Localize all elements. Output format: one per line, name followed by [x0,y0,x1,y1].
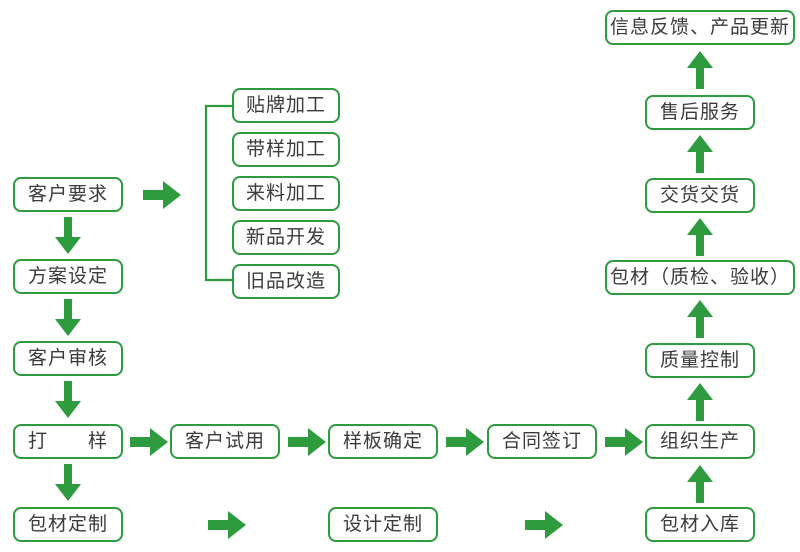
node-label: 交货交货 [659,184,740,206]
node-label: 客户要求 [27,183,108,205]
node-new-product-development[interactable]: 新品开发 [232,220,340,255]
arrow-right-icon [143,180,183,210]
node-label: 客户审核 [27,347,108,369]
node-label: 组织生产 [659,430,740,452]
node-label: 方案设定 [27,265,108,287]
node-label: 信息反馈、产品更新 [609,16,790,38]
node-packaging-custom[interactable]: 包材定制 [13,507,123,542]
node-design-custom[interactable]: 设计定制 [328,507,438,542]
node-label: 客户试用 [184,430,265,452]
arrow-up-icon [686,134,714,174]
node-label: 新品开发 [245,226,326,248]
node-label: 包材入库 [659,513,740,535]
arrow-right-icon [446,427,486,457]
node-label: 旧品改造 [245,270,326,292]
node-oem-processing[interactable]: 贴牌加工 [232,88,340,123]
arrow-down-icon [54,217,82,255]
node-label: 包材（质检、验收） [609,266,790,288]
arrow-down-icon [54,464,82,502]
node-label: 打 样 [27,430,108,452]
node-customer-trial[interactable]: 客户试用 [170,424,280,459]
arrow-up-icon [686,382,714,422]
bracket-connector-icon [196,104,236,282]
arrow-down-icon [54,299,82,337]
node-label: 设计定制 [342,513,423,535]
arrow-up-icon [686,464,714,504]
arrow-up-icon [686,50,714,90]
node-packaging-warehousing[interactable]: 包材入库 [645,507,755,542]
node-customer-review[interactable]: 客户审核 [13,341,123,376]
node-packaging-inspection[interactable]: 包材（质检、验收） [605,260,795,295]
arrow-right-icon [130,427,170,457]
arrow-right-icon [288,427,328,457]
node-sample-processing[interactable]: 带样加工 [232,132,340,167]
node-label: 样板确定 [342,430,423,452]
node-sampling[interactable]: 打 样 [13,424,123,459]
node-label: 质量控制 [659,349,740,371]
arrow-down-icon [54,381,82,419]
node-material-processing[interactable]: 来料加工 [232,176,340,211]
arrow-right-icon [525,510,565,540]
arrow-up-icon [686,217,714,257]
arrow-up-icon [686,299,714,339]
node-label: 贴牌加工 [245,94,326,116]
node-label: 售后服务 [659,101,740,123]
arrow-right-icon [605,427,645,457]
node-label: 包材定制 [27,513,108,535]
node-old-product-renovation[interactable]: 旧品改造 [232,264,340,299]
node-sample-confirmation[interactable]: 样板确定 [328,424,438,459]
node-feedback-product-update[interactable]: 信息反馈、产品更新 [605,10,795,45]
node-label: 合同签订 [501,430,582,452]
node-delivery[interactable]: 交货交货 [645,178,755,213]
node-after-sales-service[interactable]: 售后服务 [645,95,755,130]
node-contract-signing[interactable]: 合同签订 [487,424,597,459]
node-label: 带样加工 [245,138,326,160]
node-label: 来料加工 [245,182,326,204]
node-quality-control[interactable]: 质量控制 [645,343,755,378]
arrow-right-icon [208,510,248,540]
node-organize-production[interactable]: 组织生产 [645,424,755,459]
node-customer-requirement[interactable]: 客户要求 [13,177,123,212]
node-plan-setting[interactable]: 方案设定 [13,259,123,294]
